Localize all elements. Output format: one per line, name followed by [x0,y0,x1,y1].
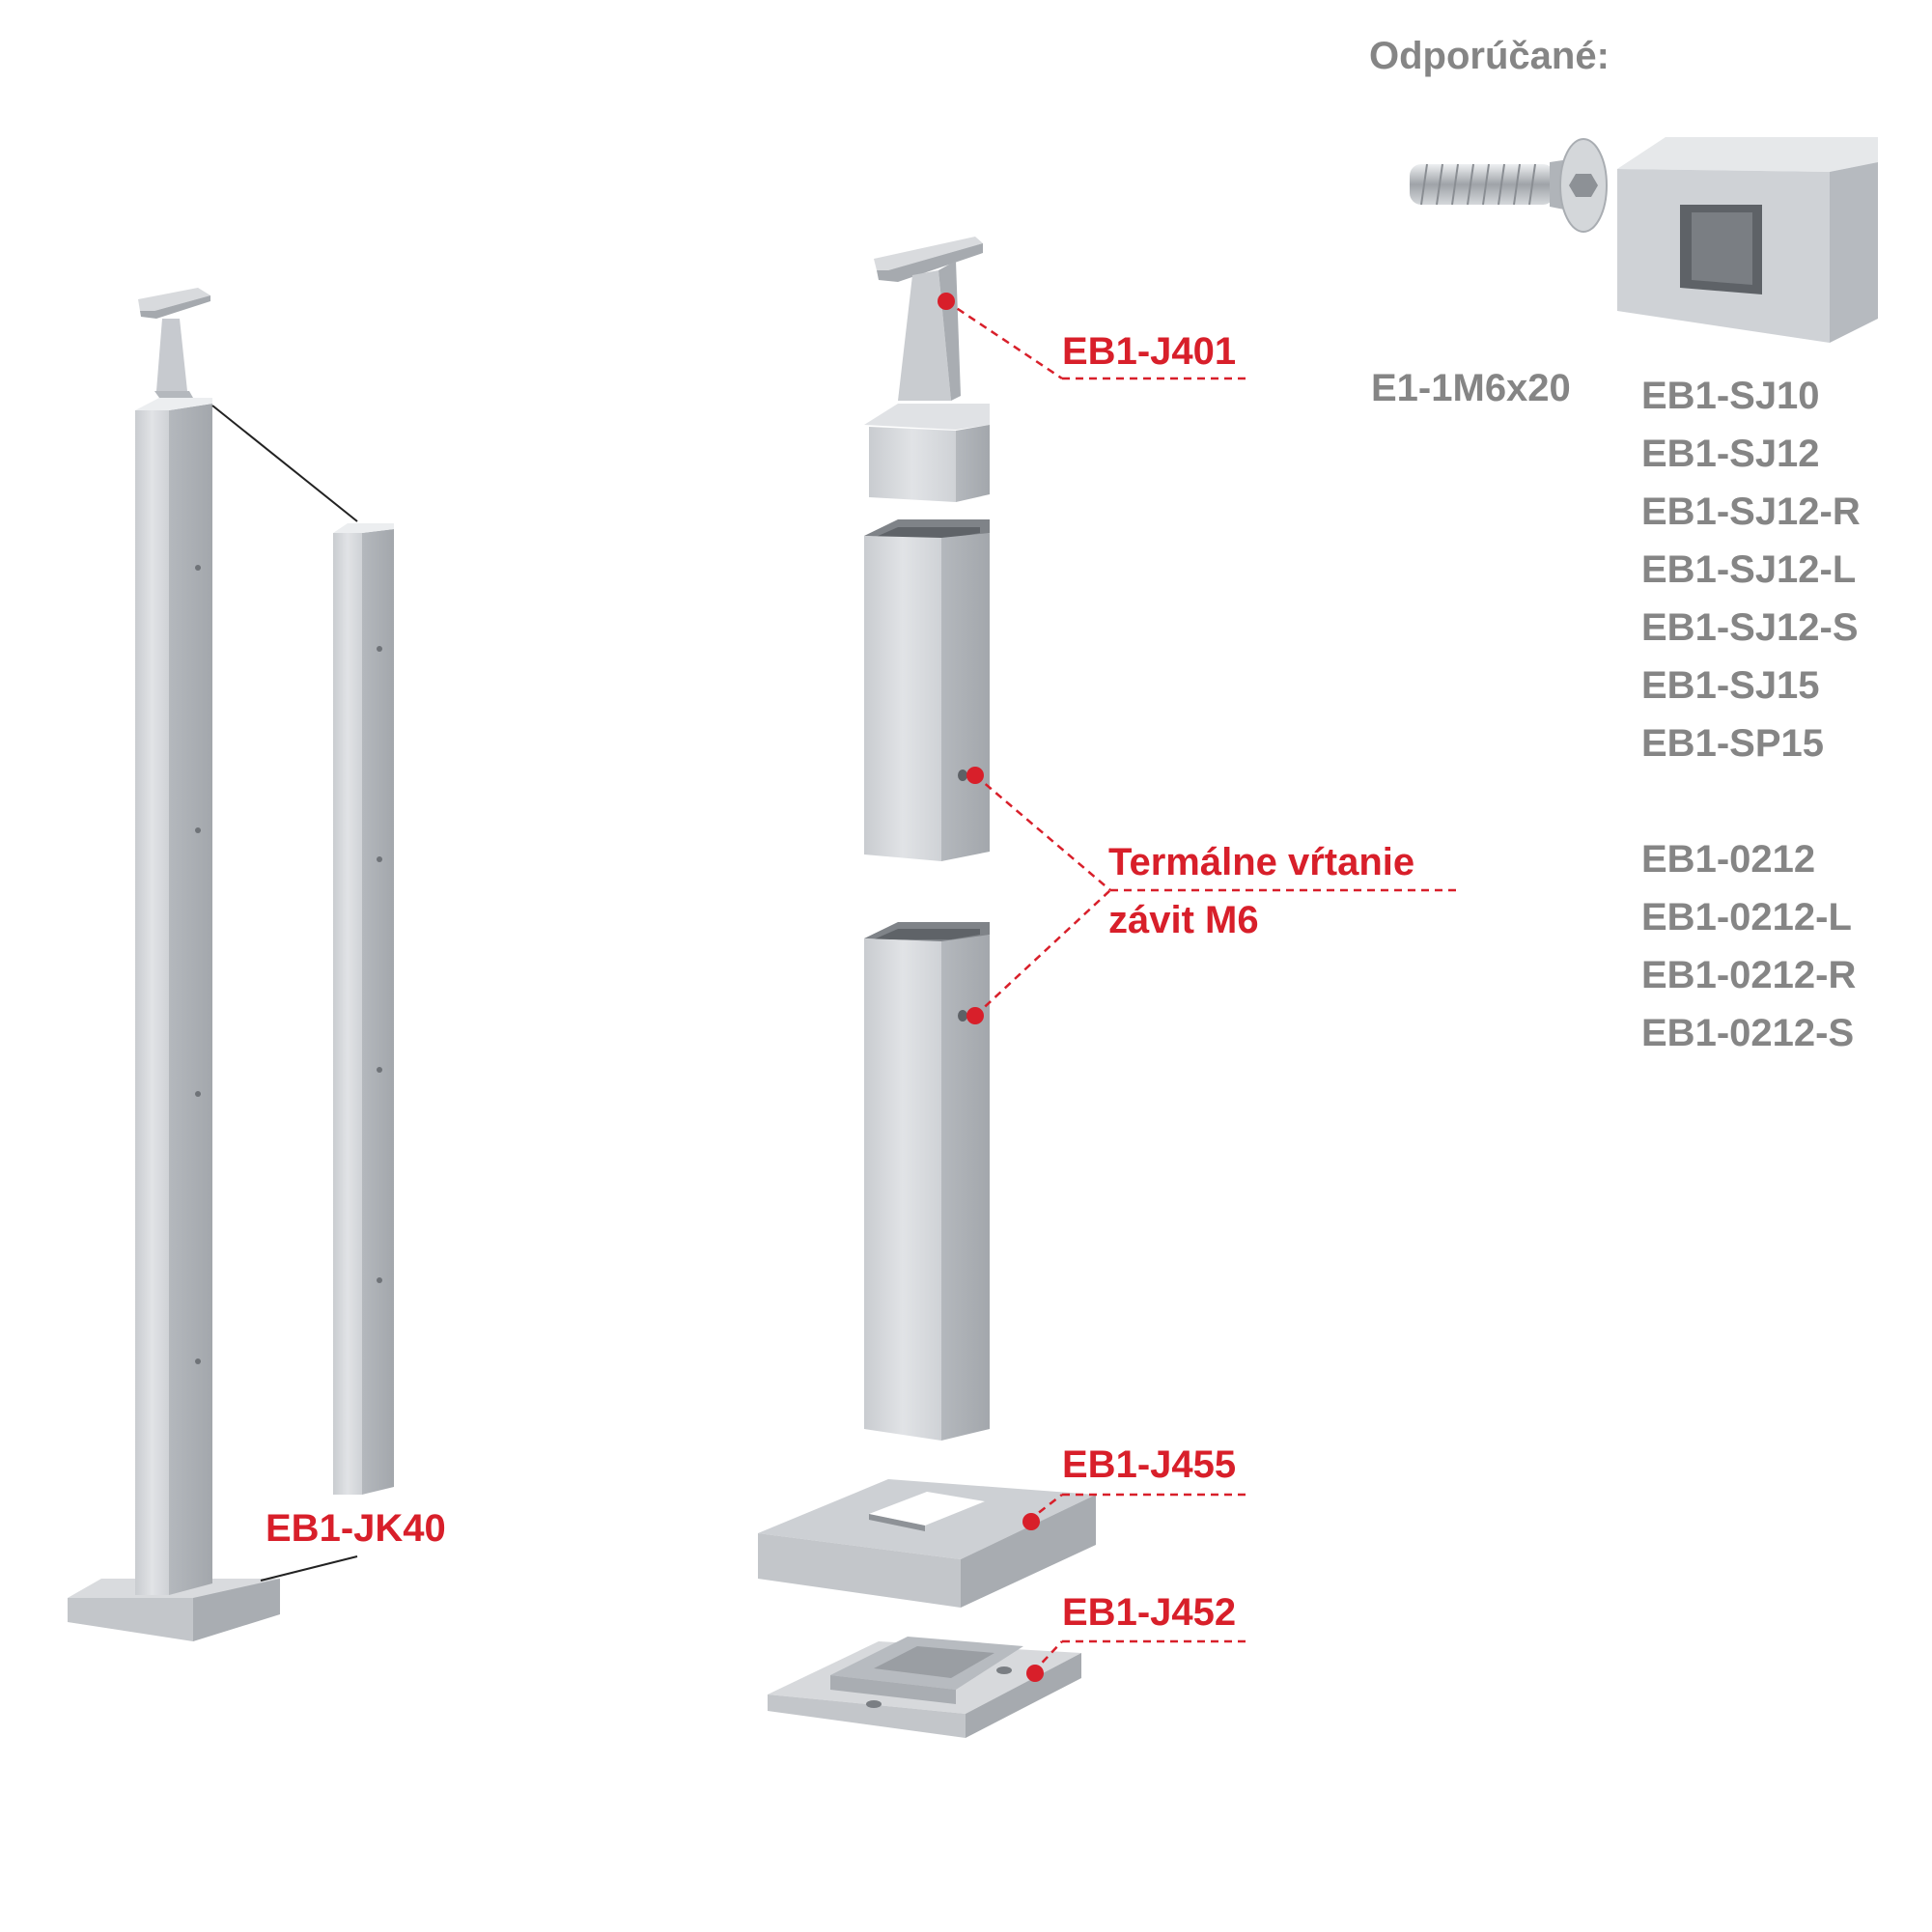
assembled-holder-saddle [138,288,210,311]
j401-leader [945,299,1063,380]
code-list-gap [1641,772,1861,830]
clamp-block-illustration [1617,137,1878,343]
base-side [966,1653,1081,1738]
cover-opening-edge [869,1514,925,1531]
holder-cap-side [956,425,990,502]
assembled-post-side [169,404,212,1595]
base-screw-hole [996,1666,1012,1674]
detail-hole [377,646,382,652]
clamp-code: EB1-SJ12-L [1641,548,1857,591]
detail-post-top [333,523,394,533]
cover-opening [869,1492,985,1526]
assembled-hole [195,827,201,833]
detail-hole [377,856,382,862]
clamp-code: EB1-SJ10 [1641,375,1820,417]
tube-upper-thread-hole [958,770,967,781]
recommended-code-list: EB1-SJ10 EB1-SJ12 EB1-SJ12-R EB1-SJ12-L … [1641,367,1861,1062]
clamp-code: EB1-SP15 [1641,722,1824,765]
base-socket-inner [874,1646,994,1678]
label-eb1-j455: EB1-J455 [1062,1443,1237,1486]
cover-front [758,1533,961,1608]
tube-lower-front [864,938,941,1441]
clamp-code: EB1-SJ12-S [1641,606,1859,649]
tube-segment-lower [864,922,990,1441]
clamp-code: EB1-SJ15 [1641,664,1820,707]
assembled-hole [195,1358,201,1364]
tube-upper-side [941,533,990,861]
label-drilling-line2: závit M6 [1108,899,1259,941]
tube-lower-thread-hole [958,1010,967,1022]
holder-saddle-top [874,237,983,270]
assembled-post-top [135,398,212,410]
recommended-heading: Odporúčané: [1369,35,1610,77]
label-eb1-j401: EB1-J401 [1062,330,1237,373]
leader-dots [938,293,1044,1682]
handrail-holder [864,237,990,502]
cover-plate [758,1479,1096,1608]
jk40-leader-line [260,1555,358,1582]
block-opening-inner [1692,212,1752,285]
detail-post-front [333,533,362,1495]
base-screw-hole [866,1700,882,1708]
detail-leader-line [211,405,358,522]
assembled-base-front [68,1598,193,1641]
holder-cap-front [869,427,956,502]
assembled-post-front [135,410,169,1595]
tube-segment-upper [864,519,990,861]
assembled-post [68,288,358,1641]
drill-dot-lower [966,1007,984,1024]
leader-lines [945,299,1458,1673]
block-side [1830,162,1878,343]
bracket-code: EB1-0212-L [1641,896,1852,938]
bracket-code: EB1-0212-S [1641,1012,1855,1054]
base-plate [768,1637,1081,1738]
tube-lower-inner [874,929,980,939]
screw-thread [1420,163,1536,206]
j452-dot [1026,1665,1044,1682]
label-eb1-jk40: EB1-JK40 [266,1507,446,1550]
base-socket-front [830,1675,956,1704]
detail-hole [377,1277,382,1283]
j455-dot [1022,1513,1040,1530]
detail-post [333,523,394,1495]
tube-upper-front [864,536,941,861]
assembled-holder-saddle-edge [140,295,210,319]
cover-side [961,1495,1096,1608]
label-eb1-j452: EB1-J452 [1062,1591,1237,1634]
label-drilling-line1: Termálne vŕtanie [1108,841,1415,883]
detail-hole [377,1067,382,1073]
assembled-base-side [193,1579,280,1641]
clamp-code: EB1-SJ12-R [1641,490,1861,533]
assembled-hole [195,1091,201,1097]
holder-cap-top [864,404,990,430]
tube-upper-inner [874,527,980,538]
drill-leader-upper [974,774,1111,891]
drill-dot-upper [966,767,984,784]
clamp-code: EB1-SJ12 [1641,433,1820,475]
screw-hex-socket [1569,174,1598,197]
assembled-holder-stem [156,319,187,391]
j401-dot [938,293,955,310]
bracket-code: EB1-0212 [1641,838,1816,881]
tube-lower-side [941,935,990,1441]
label-screw-code: E1-1M6x20 [1371,367,1571,409]
drill-leader-lower [974,889,1111,1017]
screw-illustration [1410,138,1608,233]
assembled-holder-collar [154,391,193,398]
base-front [768,1694,966,1738]
block-top [1617,137,1878,172]
holder-saddle-edge [877,243,983,282]
bracket-code: EB1-0212-R [1641,954,1857,996]
detail-post-side [362,529,394,1495]
assembled-hole [195,565,201,571]
exploded-view [758,237,1458,1738]
